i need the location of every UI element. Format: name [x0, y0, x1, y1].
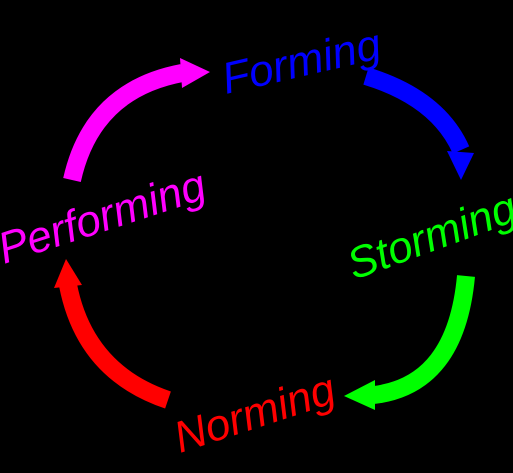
arrow-performing-to-forming	[63, 58, 210, 183]
arrow-forming-to-storming-shaft	[363, 67, 470, 154]
arrow-forming-to-storming	[363, 67, 474, 180]
arrow-forming-to-storming-head	[447, 151, 474, 180]
arrow-norming-to-performing-shaft	[59, 283, 172, 409]
arrow-norming-to-performing	[54, 259, 172, 409]
arrow-performing-to-forming-shaft	[63, 64, 184, 183]
arrow-performing-to-forming-head	[180, 58, 210, 88]
arrow-storming-to-norming	[344, 275, 475, 410]
arrow-norming-to-performing-head	[54, 259, 82, 288]
arrow-storming-to-norming-head	[344, 380, 375, 410]
arrow-storming-to-norming-shaft	[372, 275, 475, 404]
